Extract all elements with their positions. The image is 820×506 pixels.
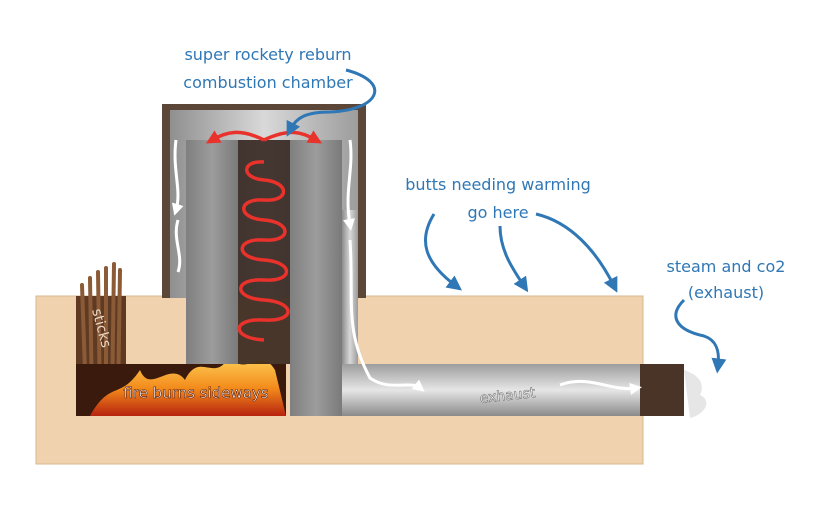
exhaust-label: exhaust [479,385,537,407]
firebox [76,355,286,416]
reburn-label-line1: super rockety reburn [184,45,351,64]
butts-label-line1: butts needing warming [405,175,591,194]
steam-label-line2: (exhaust) [688,283,764,302]
butts-label-line2: go here [467,203,528,222]
reburn-label-line2: combustion chamber [183,73,353,92]
fire-label: fire burns sideways [123,384,268,402]
gas-flow-arrows [171,139,642,395]
callout-arrows [286,68,727,374]
steam-label-line1: steam and co2 [667,257,786,276]
heat-riser [186,140,342,416]
exhaust-duct [342,210,707,418]
